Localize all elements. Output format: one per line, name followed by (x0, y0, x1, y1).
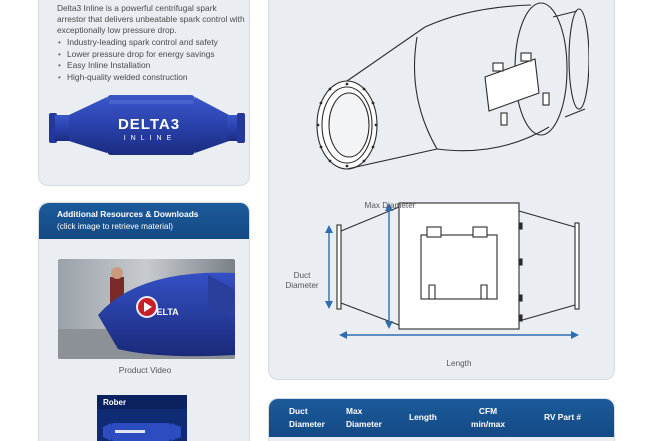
product-intro-card: Delta3 Inline is a powerful centrifugal … (38, 0, 250, 186)
product-logo-sub: INLINE (124, 135, 177, 142)
feature-item: High-quality welded construction (57, 72, 247, 84)
svg-text:DELTA: DELTA (150, 307, 179, 317)
feature-item: Easy Inline Installation (57, 60, 247, 72)
label-max-diameter: Max Diameter (364, 201, 416, 210)
product-logo-text: DELTA3 (118, 116, 180, 133)
brochure-cover: Rober (97, 395, 187, 441)
feature-item: Lower pressure drop for energy savings (57, 49, 247, 61)
dimension-drawing (325, 202, 580, 339)
intro-paragraph: Delta3 Inline is a powerful centrifugal … (57, 3, 245, 35)
isometric-drawing (316, 2, 589, 170)
resources-title: Additional Resources & Downloads (57, 209, 199, 219)
resources-header: Additional Resources & Downloads (click … (39, 203, 249, 239)
col-length: Length (409, 412, 437, 422)
delta3-product-image: DELTA3 INLINE (49, 95, 245, 155)
resources-subtitle: (click image to retrieve material) (57, 222, 174, 231)
intro-text: Delta3 Inline is a powerful centrifugal … (57, 3, 247, 83)
resources-card: Additional Resources & Downloads (click … (38, 202, 250, 441)
video-caption: Product Video (118, 365, 172, 375)
product-video-thumbnail[interactable]: DELTA (58, 259, 235, 359)
col-rv-part: RV Part # (544, 412, 582, 422)
video-still: DELTA (58, 259, 235, 359)
feature-list: Industry-leading spark control and safet… (57, 37, 247, 83)
brochure-brand: Rober (103, 398, 126, 407)
feature-item: Industry-leading spark control and safet… (57, 37, 247, 49)
brochure-thumbnail[interactable]: Rober (97, 395, 187, 441)
label-length: Length (446, 359, 472, 368)
dimension-arrows (325, 203, 579, 339)
